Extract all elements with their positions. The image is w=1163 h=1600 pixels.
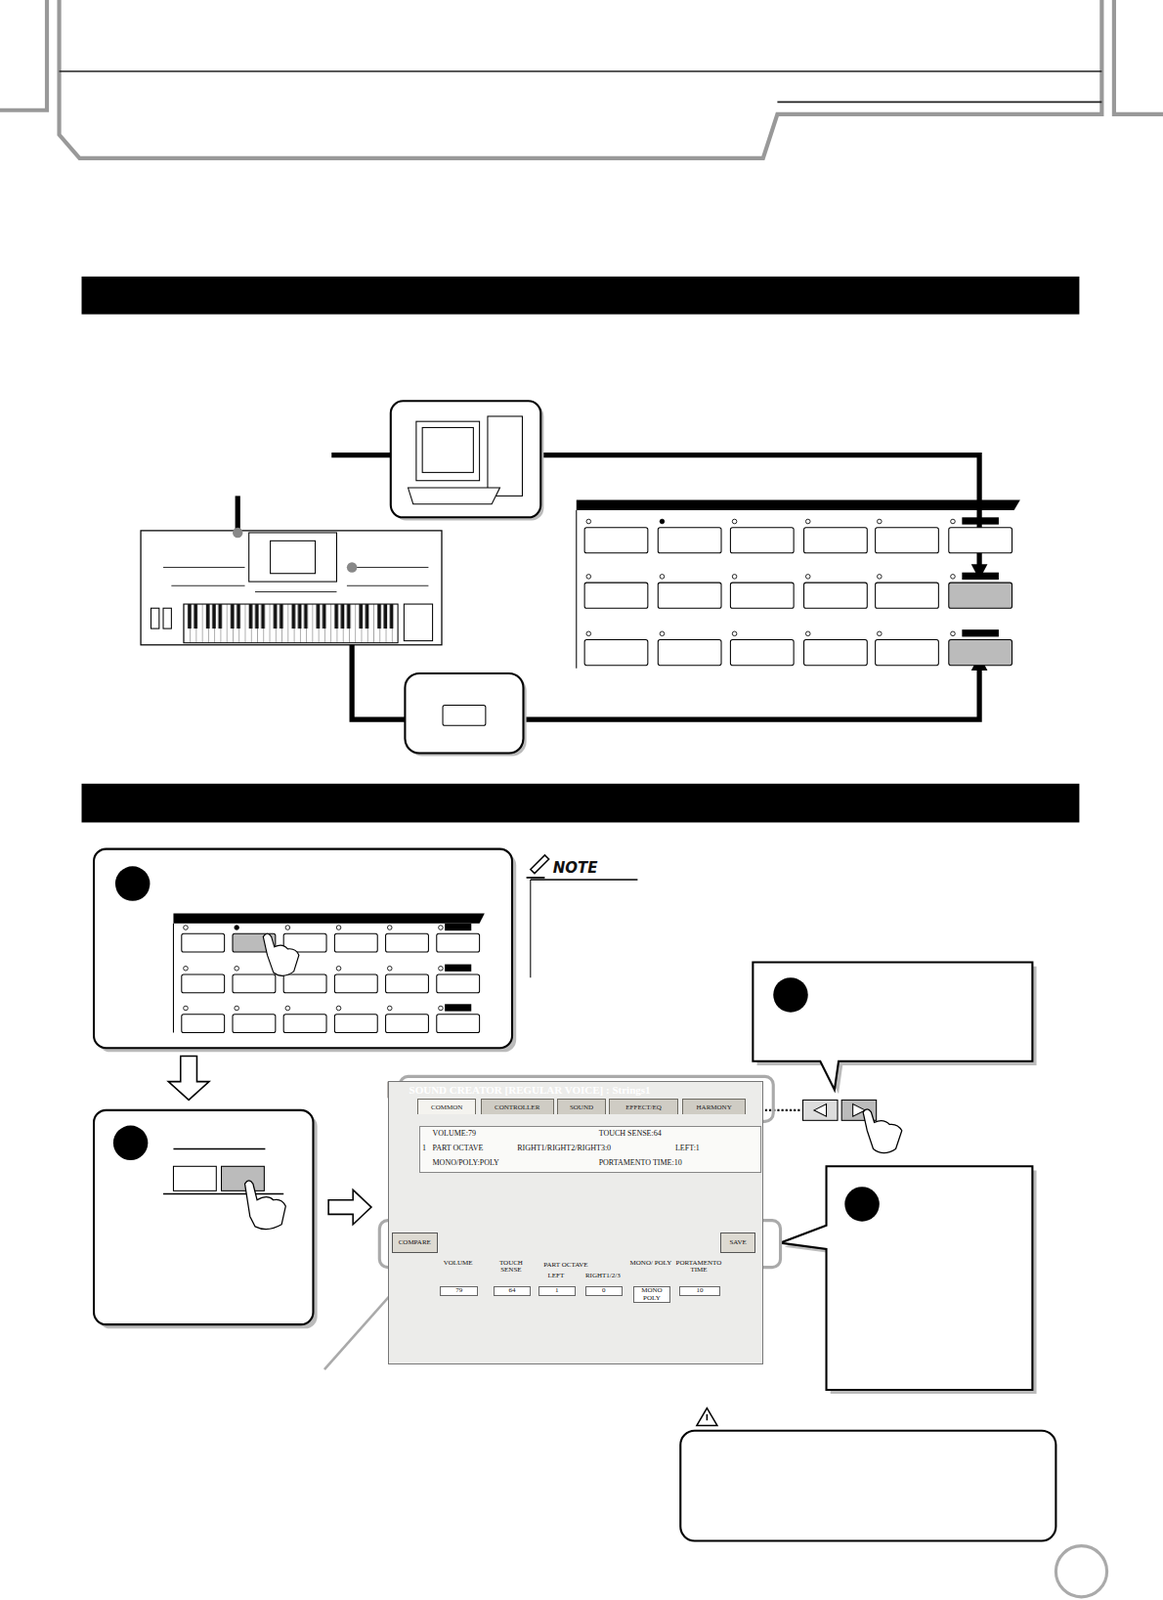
label-text: RIGHT1/RIGHT2/RIGHT3:0 (516, 1143, 611, 1153)
label-text: TOUCH SENSE:64 (599, 1128, 662, 1138)
label-text: SOUND CREATOR [REGULAR VOICE] : Strings1 (409, 1083, 651, 1096)
label-text: EFFECT/EQ (625, 1103, 662, 1112)
label-text: 1 (422, 1143, 427, 1153)
label-text: COMPARE (398, 1238, 431, 1247)
label-text: PART OCTAVE (541, 1260, 590, 1269)
tab: COMMON (417, 1098, 477, 1115)
label-text: RIGHT1/2/3 (580, 1272, 626, 1280)
tab: SOUND (557, 1098, 606, 1115)
caution-box (680, 1430, 1056, 1542)
label-text: MONO POLY (633, 1286, 670, 1303)
storage-device (404, 673, 523, 753)
slider-control: PORTAMENTO TIME 10 (674, 1259, 724, 1301)
section-band (82, 783, 1080, 823)
header-frame (0, 0, 1163, 159)
lcd-screen: SOUND CREATOR [REGULAR VOICE] : Strings1… (387, 1080, 764, 1364)
slider-control: MONO/ POLY MONO POLY (628, 1259, 674, 1301)
label-text: MONO/ POLY (628, 1259, 674, 1267)
parameter-panel: 1 VOLUME:79 TOUCH SENSE:64PART OCTAVE RIGHT… (419, 1125, 762, 1173)
label-text: VOLUME (434, 1259, 482, 1267)
label-text: CONTROLLER (494, 1103, 540, 1112)
callout-circle (113, 1125, 148, 1161)
callout-circle (844, 1186, 879, 1221)
label-text: COMMON (430, 1103, 463, 1112)
label-text: PORTAMENTO TIME (674, 1259, 724, 1275)
label-text: VOLUME:79 (431, 1128, 475, 1138)
slider-control: LEFT 1 (533, 1272, 579, 1301)
label-text: 0 (585, 1286, 622, 1295)
tab: HARMONY (682, 1098, 746, 1115)
slider-control: TOUCH SENSE 64 (488, 1259, 534, 1301)
label-text: 79 (439, 1286, 479, 1295)
label-text: HARMONY (696, 1103, 733, 1112)
label-text: LEFT (533, 1272, 579, 1280)
slider-control: VOLUME 79 (434, 1259, 482, 1301)
label-text: PART OCTAVE (431, 1143, 483, 1153)
note-heading: NOTE (553, 859, 599, 877)
label-text: MONO/POLY:POLY (431, 1158, 499, 1167)
label-text: SAVE (729, 1238, 746, 1247)
slider-control: RIGHT1/2/3 0 (580, 1272, 626, 1301)
label-text: PORTAMENTO TIME:10 (599, 1158, 683, 1167)
step-box (752, 961, 1033, 1090)
callout-circle (773, 977, 808, 1012)
tab: CONTROLLER (480, 1098, 555, 1115)
step-box (93, 1110, 313, 1325)
label-text: TOUCH SENSE (488, 1259, 534, 1275)
label-text: SOUND (569, 1103, 594, 1112)
screen-button: COMPARE (391, 1232, 438, 1253)
screen-button: SAVE (720, 1232, 757, 1253)
tab: EFFECT/EQ (608, 1098, 679, 1115)
keyboard (140, 530, 442, 646)
step-box (93, 849, 513, 1049)
label-text: 64 (493, 1286, 530, 1295)
label-text: 10 (679, 1286, 721, 1295)
computer-box (390, 400, 541, 517)
section-band (82, 276, 1080, 315)
label-text: 1 (538, 1286, 575, 1295)
callout-circle (115, 865, 150, 901)
step-box (780, 1165, 1034, 1390)
label-text: LEFT:1 (675, 1143, 700, 1153)
